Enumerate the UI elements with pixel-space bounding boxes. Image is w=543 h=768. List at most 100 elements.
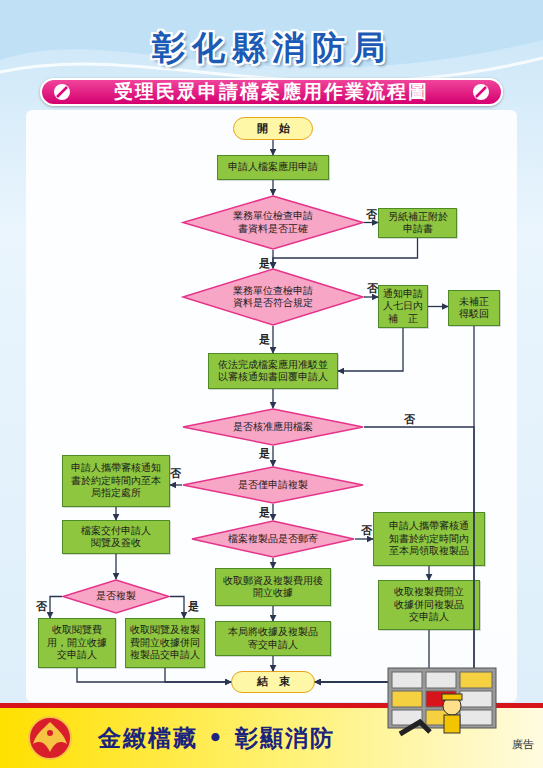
band-slash [476,87,486,97]
flow-connector [338,328,403,371]
node-text: 業務單位查檢申請資料是否符合規定 [230,285,316,310]
flow-connector [115,507,116,520]
flow-connector [272,558,273,568]
node-text: 申請人攜帶審核通知書於約定時間內至本局領取複製品 [386,520,472,558]
slogan-band: 金緻檔藏 • 彰顯消防 [0,708,543,768]
process-box: 收取閱覽費用，開立收據交申請人 [38,618,116,668]
diamond-shape [63,580,169,613]
flow-connector [170,597,184,619]
diamond-shape [183,409,363,445]
node-text: 受理民眾申請檔案應用作業流程圖 [114,80,429,104]
flow-connector [272,446,273,466]
process-box: 收取郵資及複製費用後開立收據 [215,568,331,606]
decision-diamond: 業務單位檢查申請書資料是否正確 [182,195,364,250]
file-box [392,672,422,688]
flow-connector [315,630,429,682]
emblem-eye [47,730,53,736]
flow-connector [77,668,231,682]
diamond-shape [183,269,363,325]
flow-connector [364,222,378,223]
decision-diamond: 是否複製 [62,579,170,614]
sky-wave [0,0,543,68]
terminal-oval: 開 始 [233,117,313,140]
flow-connector [272,326,273,353]
band-dot [54,84,70,100]
flow-connector [273,238,418,268]
node-text: 結 束 [257,675,290,689]
flow-connector [272,389,273,408]
process-box: 檔案交付申請人閱覽及簽收 [62,520,170,554]
flow-connector [170,484,182,485]
node-text: 收取閱覽及複製費開立收據併同複製品交申請人 [127,624,203,662]
process-box: 未補正得駁回 [448,290,500,326]
file-box [460,672,492,688]
node-text: 本局將收據及複製品寄交申請人 [225,626,321,651]
node-text: 是否僅申請複製 [238,479,308,492]
node-text: 申請人攜帶審核通知書於約定時間內至本局指定處所 [68,462,164,500]
fire-hose [400,722,430,734]
node-text: 未補正得駁回 [457,296,491,321]
diamond-shape [192,521,354,557]
emblem [29,717,71,759]
node-text: 檔案交付申請人閱覽及簽收 [78,525,154,550]
process-box: 收取複製費開立收據併同複製品交申請人 [378,580,480,630]
flow-connector [50,597,62,619]
node-text: 檔案複製品是否郵寄 [228,533,318,546]
branch-label: 否 [361,524,372,538]
flow-connector [272,656,273,671]
branch-label: 否 [366,208,377,222]
node-text: 另紙補正附於申請書 [386,211,450,236]
branch-label: 是 [259,333,270,347]
flow-connector [272,180,273,195]
band-dot [473,84,489,100]
branch-label: 是 [259,506,270,520]
title-band: 受理民眾申請檔案應用作業流程圖 [40,78,503,106]
process-box: 依法完成檔案應用准駁並以審核通知書回覆申請人 [208,353,338,389]
decision-diamond: 是否核准應用檔案 [182,408,364,446]
branch-label: 是 [259,447,270,461]
mascot-head [443,697,461,715]
process-box: 收取閱覽及複製費開立收據併同複製品交申請人 [125,618,205,668]
process-box: 申請人檔案應用申請 [217,155,329,180]
node-text: 收取郵資及複製費用後開立收據 [220,575,326,600]
node-text: 業務單位檢查申請書資料是否正確 [230,210,316,235]
branch-label: 否 [170,467,181,481]
file-box [392,691,422,707]
mascot-body [444,715,460,733]
diamond-shape [183,467,363,503]
process-box: 通知申請人七日內補 正 [378,285,428,328]
flow-connector [272,250,273,268]
process-box: 申請人攜帶審核通知書於約定時間內至本局指定處所 [62,455,170,507]
flow-connector [115,554,116,579]
node-text: 開 始 [257,122,290,136]
branch-label: 否 [367,282,378,296]
node-text: 金緻檔藏 • 彰顯消防 [98,724,335,753]
flow-connector [315,427,474,682]
decision-diamond: 業務單位查檢申請資料是否符合規定 [182,268,364,326]
emblem-phoenix [33,722,67,752]
file-box [426,710,456,725]
file-cabinet [388,668,496,728]
branch-label: 否 [404,413,415,427]
process-box: 本局將收據及複製品寄交申請人 [215,621,331,656]
node-text: 是否核准應用檔案 [233,421,313,434]
band-slash [57,87,67,97]
flow-connector [272,504,273,520]
node-text: 收取閱覽費用，開立收據交申請人 [45,624,109,662]
flow-connector [165,668,231,682]
flow-connector [428,306,448,307]
flow-connector [272,606,273,621]
branch-label: 是 [188,600,199,614]
file-box [460,710,492,725]
node-text: 依法完成檔案應用准駁並以審核通知書回覆申請人 [215,359,331,384]
file-box [426,691,456,707]
mascot-helmet [442,694,462,700]
flow-connector [428,566,429,580]
file-box [392,710,422,725]
flow-connector [315,326,474,682]
branch-label: 是 [259,257,270,271]
node-text: 申請人檔案應用申請 [228,161,318,174]
flow-connector [364,296,378,297]
